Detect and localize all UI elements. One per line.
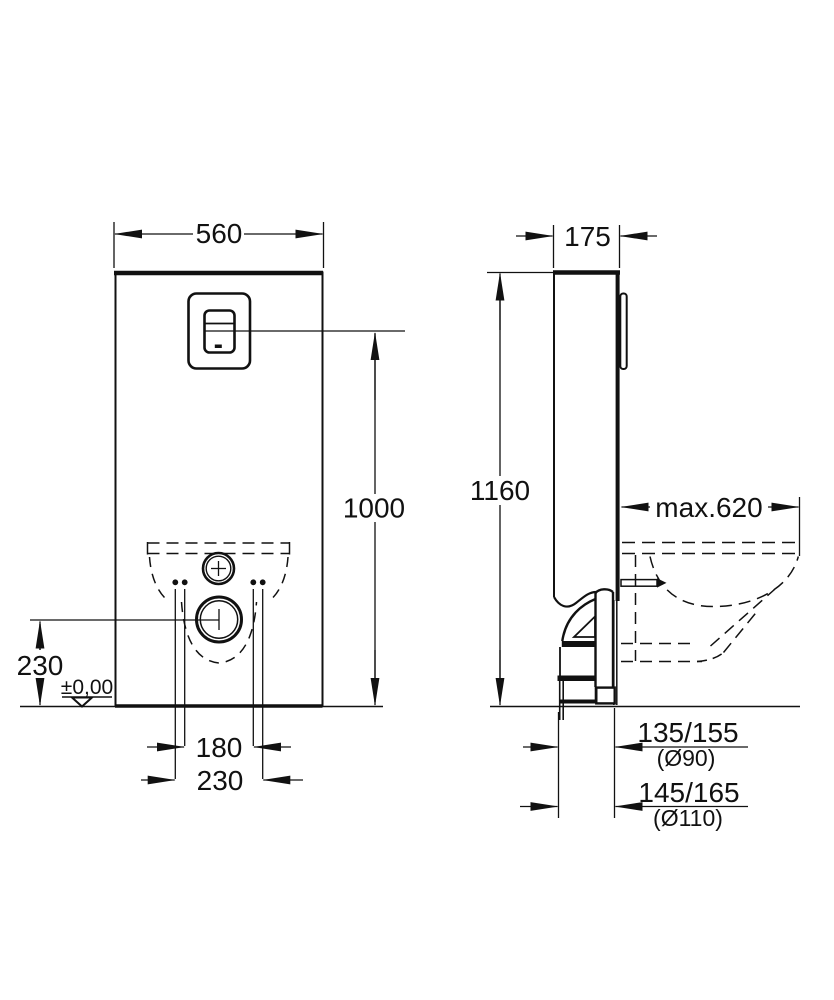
- datum-symbol: [62, 696, 112, 708]
- dim-outlet-110-label: 145/165: [638, 777, 739, 808]
- side-cover-bottom-curve: [553, 590, 598, 608]
- fixing-bolt-holes: [172, 579, 266, 586]
- dim-front-width-label: 560: [196, 218, 243, 249]
- dim-bolt-outer-label: 230: [197, 765, 244, 796]
- drain-elbow-assembly: [557, 588, 616, 720]
- dim-bowl-max-depth-label: max.620: [655, 492, 762, 523]
- bowl-outline-side-dashed: [621, 541, 800, 663]
- front-view: [20, 222, 405, 785]
- dim-bolt-inner-label: 180: [196, 732, 243, 763]
- bowl-outline-front-dashed: [146, 542, 291, 664]
- datum-label: ±0,00: [61, 676, 113, 699]
- dim-outlet-90-dia-label: (Ø90): [657, 745, 716, 771]
- dim-side-depth: [516, 225, 657, 268]
- dim-outlet-110-dia-label: (Ø110): [653, 805, 723, 831]
- side-view: [487, 225, 801, 818]
- dim-side-height: [487, 271, 553, 706]
- dim-bowl-max-depth: [620, 497, 801, 556]
- dim-front-width: [113, 222, 325, 268]
- dim-side-height-label: 1160: [470, 475, 530, 506]
- dim-drain-height-label: 230: [17, 650, 64, 681]
- water-supply-port: [201, 551, 236, 586]
- dim-side-depth-label: 175: [564, 221, 611, 252]
- flush-plate-side-profile: [619, 292, 628, 370]
- dim-outlet-90-label: 135/155: [637, 717, 738, 748]
- dim-front-height-label: 1000: [343, 493, 405, 524]
- flush-button-dot: [214, 344, 222, 348]
- dim-outlet-offsets: [520, 708, 748, 818]
